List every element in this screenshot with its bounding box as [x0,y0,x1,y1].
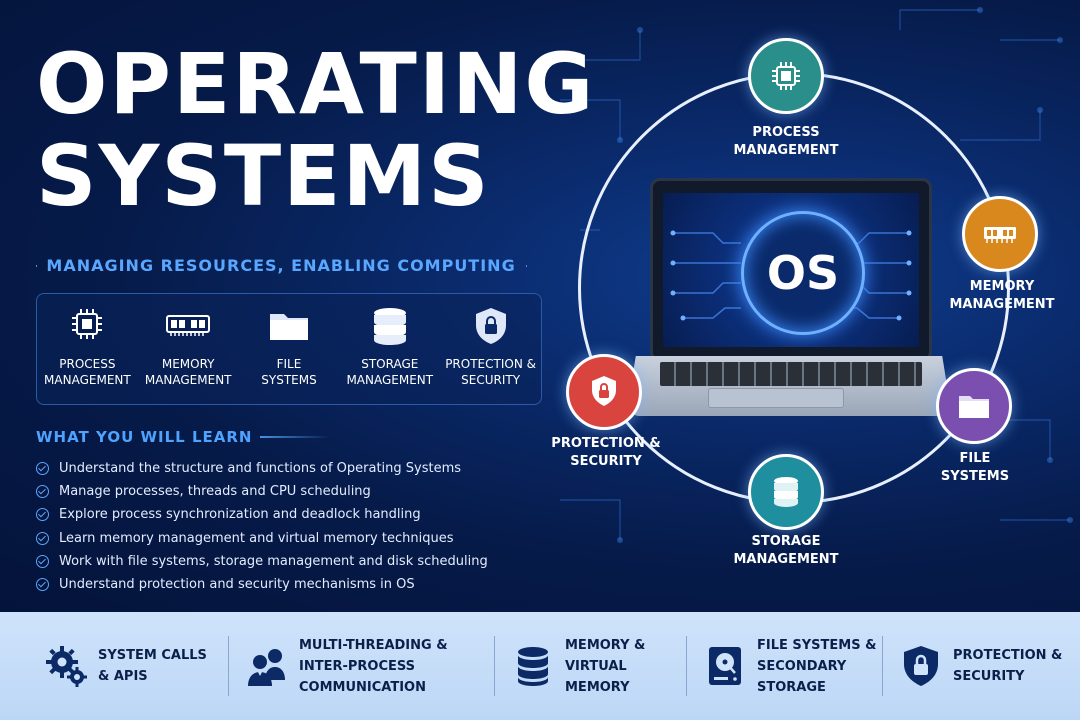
feature-protection-label: PROTECTION & SECURITY [953,648,1063,684]
title-line-2: SYSTEMS [36,127,491,225]
learn-item-text: Learn memory management and virtual memo… [59,530,454,546]
learn-list: Understand the structure and functions o… [36,457,488,596]
node-memory-label: MEMORY MANAGEMENT [949,279,1055,312]
subtitle: MANAGING RESOURCES, ENABLING COMPUTING [46,256,516,275]
topic-storage: STORAGE MANAGEMENT [342,306,438,388]
os-label: OS [766,246,840,300]
page-title: OPERATING SYSTEMS [36,38,595,222]
feature-protection: PROTECTION & SECURITY [882,636,1072,696]
list-item: Understand protection and security mecha… [36,573,488,596]
topic-memory: MEMORY MANAGEMENT [140,306,236,388]
folder-icon [959,396,989,418]
topic-file-label: FILE SYSTEMS [261,357,317,387]
hero-background: OPERATING SYSTEMS MANAGING RESOURCES, EN… [0,0,1080,612]
topic-file: FILE SYSTEMS [241,306,337,388]
users-icon [248,649,285,686]
folder-icon [269,314,308,340]
cpu-chip-icon [772,62,800,90]
feature-file-systems-label: FILE SYSTEMS & SECONDARY STORAGE [757,637,877,695]
feature-multithreading: MULTI-THREADING & INTER-PROCESS COMMUNIC… [228,636,494,696]
check-circle-icon [36,485,49,499]
memory-ram-icon [984,227,1016,243]
node-protection [566,354,642,430]
node-file [936,368,1012,444]
shield-lock-icon [904,646,938,686]
learn-heading: WHAT YOU WILL LEARN [36,428,253,446]
learn-heading-rule [260,436,331,438]
shield-lock-icon [475,308,506,344]
laptop-screen: OS [650,178,932,362]
check-circle-icon [36,531,49,545]
database-icon [774,477,798,507]
gears-icon [46,646,87,687]
list-item: Learn memory management and virtual memo… [36,527,488,550]
os-badge: OS [741,211,865,335]
title-line-1: OPERATING [36,35,596,133]
node-memory [962,196,1038,272]
node-protection-label: PROTECTION & SECURITY [551,436,661,469]
shield-lock-icon [592,376,616,406]
circuit-pattern [560,7,1073,543]
topic-storage-label: STORAGE MANAGEMENT [346,357,434,387]
feature-bar: SYSTEM CALLS & APIS MULTI-THREADING & IN… [0,612,1080,720]
list-item: Understand the structure and functions o… [36,457,488,480]
node-storage-label: STORAGE MANAGEMENT [733,534,839,567]
node-storage [748,454,824,530]
learn-item-text: Explore process synchronization and dead… [59,507,421,523]
topic-process: PROCESS MANAGEMENT [39,306,135,388]
list-item: Work with file systems, storage manageme… [36,550,488,573]
laptop-keyboard [660,362,922,386]
learn-item-text: Manage processes, threads and CPU schedu… [59,484,371,500]
learn-item-text: Understand the structure and functions o… [59,461,462,477]
topics-panel: PROCESS MANAGEMENT MEMORY MANAGEMENT FIL… [36,293,542,405]
node-process [748,38,824,114]
laptop-display: OS [663,193,919,347]
feature-file-systems: FILE SYSTEMS & SECONDARY STORAGE [686,636,882,696]
node-file-label: FILE SYSTEMS [940,451,1010,484]
subtitle-row: MANAGING RESOURCES, ENABLING COMPUTING [36,256,526,275]
database-icon [518,647,548,686]
screen-circuit-lines [670,230,912,321]
node-process-label: PROCESS MANAGEMENT [733,125,839,158]
hard-drive-icon [709,647,741,685]
list-item: Manage processes, threads and CPU schedu… [36,480,488,503]
cpu-chip-icon [72,309,103,339]
check-circle-icon [36,578,49,592]
check-circle-icon [36,462,49,476]
feature-system-calls-label: SYSTEM CALLS & APIS [98,648,207,684]
topic-protection-label: PROTECTION & SECURITY [445,357,536,387]
learn-item-text: Work with file systems, storage manageme… [59,553,488,569]
feature-memory: MEMORY & VIRTUAL MEMORY [494,636,686,696]
database-icon [373,308,406,345]
check-circle-icon [36,508,49,522]
topic-protection: PROTECTION & SECURITY [443,306,539,388]
check-circle-icon [36,554,49,568]
list-item: Explore process synchronization and dead… [36,503,488,526]
learn-item-text: Understand protection and security mecha… [59,577,415,593]
feature-system-calls: SYSTEM CALLS & APIS [0,636,228,696]
learn-heading-row: WHAT YOU WILL LEARN [36,428,331,446]
memory-ram-icon [166,315,211,336]
laptop-trackpad [708,388,844,408]
feature-memory-label: MEMORY & VIRTUAL MEMORY [565,637,646,695]
topic-process-label: PROCESS MANAGEMENT [44,357,131,387]
topic-memory-label: MEMORY MANAGEMENT [144,357,232,387]
feature-multithreading-label: MULTI-THREADING & INTER-PROCESS COMMUNIC… [299,637,448,695]
